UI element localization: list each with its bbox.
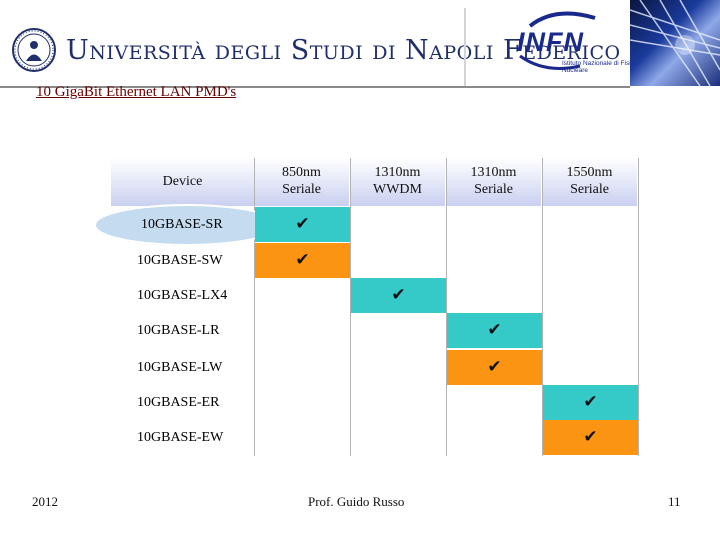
check-cell-sw: ✔ xyxy=(255,243,350,278)
infn-subtitle: Istituto Nazionale di Fisica Nucleare xyxy=(562,60,638,74)
column-header-line1: 1310nm xyxy=(470,165,517,180)
row-label-lx4: 10GBASE-LX4 xyxy=(137,288,228,303)
grid-line xyxy=(542,158,543,456)
row-label-sr: 10GBASE-SR xyxy=(141,217,223,232)
university-name: Università degli Studi di Napoli Federic… xyxy=(66,35,653,66)
infn-name: INFN xyxy=(517,27,584,57)
check-cell-lx4: ✔ xyxy=(351,278,446,313)
grid-line xyxy=(350,158,351,456)
column-header-line1: 850nm xyxy=(282,165,321,180)
footer-author: Prof. Guido Russo xyxy=(308,494,405,509)
check-cell-ew: ✔ xyxy=(543,420,638,455)
column-header-line2: WWDM xyxy=(373,182,422,197)
check-cell-er: ✔ xyxy=(543,385,638,420)
row-label-lw: 10GBASE-LW xyxy=(137,360,223,375)
column-header-line1: 1550nm xyxy=(566,165,613,180)
row-label-lr: 10GBASE-LR xyxy=(137,323,220,338)
column-header: 1550nm Seriale xyxy=(542,158,637,206)
column-header: 1310nm Seriale xyxy=(446,158,541,206)
slide-title: 10 GigaBit Ethernet LAN PMD's xyxy=(36,84,237,100)
slide-header: Università degli Studi di Napoli Federic… xyxy=(0,0,720,88)
device-header: Device xyxy=(162,174,203,189)
row-label-sw: 10GBASE-SW xyxy=(137,253,223,268)
footer-page-number: 11 xyxy=(668,494,681,509)
column-header-line2: Seriale xyxy=(570,182,609,197)
fiber-optic-icon xyxy=(630,0,720,86)
grid-line xyxy=(254,158,255,456)
column-header-line2: Seriale xyxy=(474,182,513,197)
row-label-ew: 10GBASE-EW xyxy=(137,430,224,445)
check-cell-lw: ✔ xyxy=(447,350,542,385)
header-divider xyxy=(464,8,466,86)
column-header-line1: 1310nm xyxy=(374,165,421,180)
grid-line xyxy=(446,158,447,456)
device-header-cell: Device xyxy=(111,158,254,206)
grid-line xyxy=(638,158,639,456)
column-header-line2: Seriale xyxy=(282,182,321,197)
fiber-optic-photo xyxy=(630,0,720,86)
check-cell-sr: ✔ xyxy=(255,207,350,242)
highlight-ellipse xyxy=(94,204,280,246)
check-cell-lr: ✔ xyxy=(447,313,542,348)
column-header: 1310nm WWDM xyxy=(350,158,445,206)
infn-logo-icon xyxy=(519,11,596,70)
university-seal-icon xyxy=(12,28,56,72)
header-rule xyxy=(0,86,630,88)
column-header: 850nm Seriale xyxy=(254,158,349,206)
row-label-er: 10GBASE-ER xyxy=(137,395,220,410)
footer-year: 2012 xyxy=(32,494,58,509)
